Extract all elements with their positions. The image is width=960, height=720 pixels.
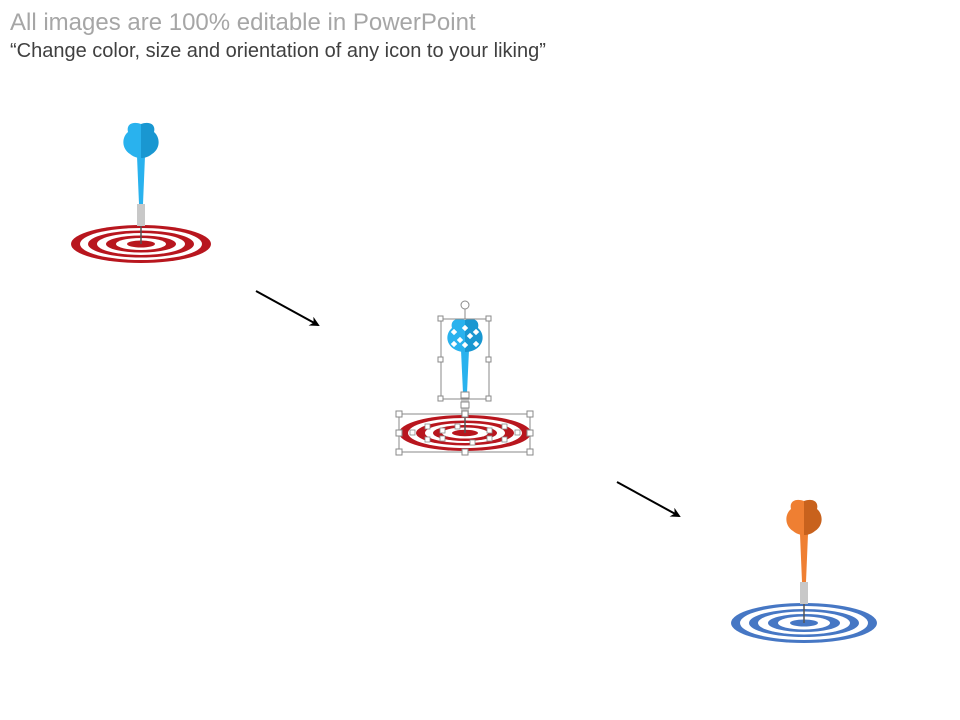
orange-dart-icon	[786, 499, 822, 623]
arrow-icon	[255, 290, 320, 326]
selection-box-dart[interactable]	[437, 300, 492, 409]
arrow-icon	[616, 481, 681, 517]
rotate-handle	[460, 300, 470, 310]
blue-dart-icon	[123, 122, 159, 244]
dart-target-icon[interactable]	[71, 122, 211, 263]
dart-target-icon-orange[interactable]	[731, 499, 877, 643]
page-subtitle: “Change color, size and orientation of a…	[10, 40, 546, 62]
edit-points-dart[interactable]	[450, 324, 480, 349]
selection-box-target[interactable]	[395, 410, 534, 456]
edit-points-target[interactable]	[409, 423, 521, 446]
red-target-icon	[71, 225, 211, 263]
page-title: All images are 100% editable in PowerPoi…	[10, 9, 476, 36]
dart-target-icon-selected[interactable]	[395, 300, 534, 456]
header: All images are 100% editable in PowerPoi…	[10, 9, 546, 63]
